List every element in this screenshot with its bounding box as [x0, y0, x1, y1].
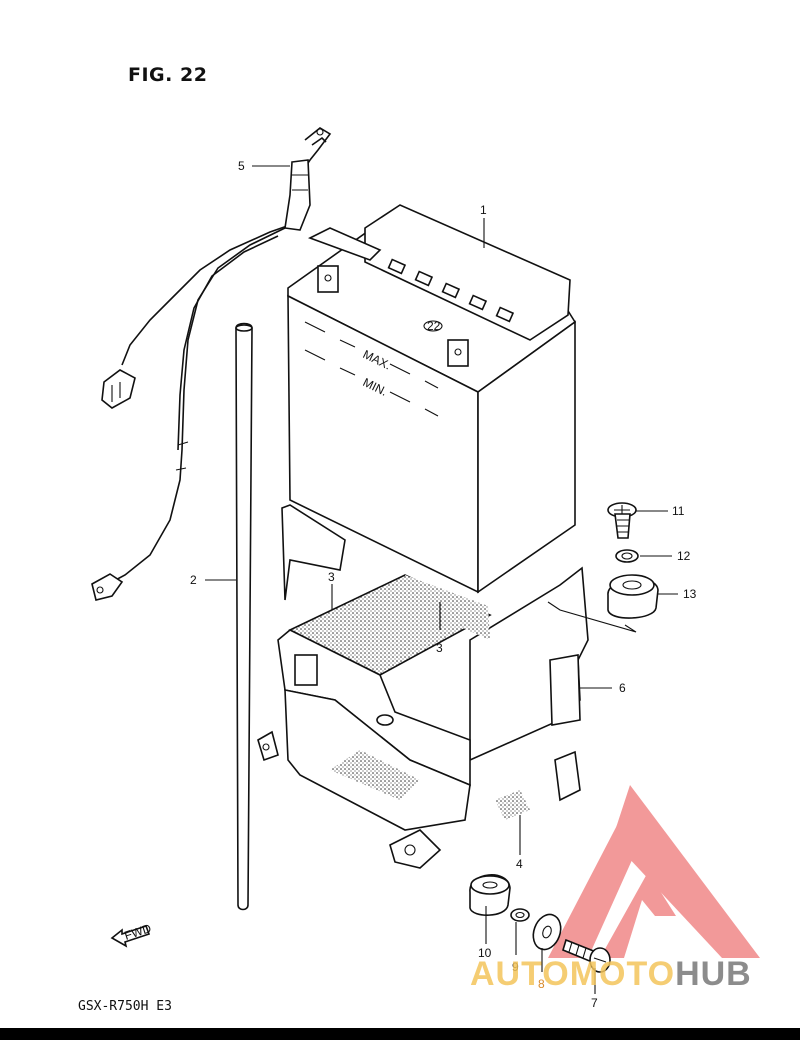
watermark-text-part1: AUTOMOTO: [470, 955, 676, 993]
battery-cap-mark: 22: [427, 319, 441, 333]
breather-tube: [235, 322, 253, 911]
part-13-grommet: [607, 574, 659, 619]
watermark-logo: [548, 785, 760, 958]
callout-numbers: 1 2 3 3 4 5 6 7 8 9 10 11 12 13: [190, 159, 697, 1010]
part-10-grommet: [469, 874, 511, 916]
part-7-bolt: [562, 938, 611, 973]
battery-cell-caps: [387, 258, 515, 323]
leader-lines: [205, 165, 678, 994]
part-8-washer: [532, 913, 562, 951]
part-9-collar: [510, 908, 530, 922]
callout-2: 2: [190, 573, 197, 587]
model-label: GSX-R750H E3: [78, 999, 172, 1014]
callout-11: 11: [672, 504, 685, 518]
callout-3-lower: 3: [436, 641, 443, 655]
callout-6: 6: [619, 681, 626, 695]
callout-1: 1: [480, 203, 487, 217]
part-12-collar: [615, 549, 639, 563]
fwd-label: FWD: [123, 921, 154, 943]
callout-3-upper: 3: [328, 570, 335, 584]
watermark-text: AUTOMOTOHUB: [470, 955, 752, 994]
callout-9: 9: [512, 960, 519, 974]
part-11-screw: [607, 502, 637, 539]
bottom-border: [0, 1028, 800, 1040]
battery-cable: [91, 127, 332, 601]
callout-4: 4: [516, 857, 523, 871]
figure-title: FIG. 22: [128, 64, 208, 86]
callout-7: 7: [591, 996, 598, 1010]
watermark-text-part2: HUB: [675, 955, 752, 993]
callout-12: 12: [677, 549, 691, 563]
battery-holder: [257, 504, 637, 869]
callout-5: 5: [238, 159, 245, 173]
callout-8: 8: [538, 977, 545, 991]
callout-13: 13: [683, 587, 697, 601]
callout-10: 10: [478, 946, 492, 960]
fwd-arrow-icon: FWD: [110, 921, 154, 948]
battery: 22 MAX. MIN.: [287, 204, 577, 594]
